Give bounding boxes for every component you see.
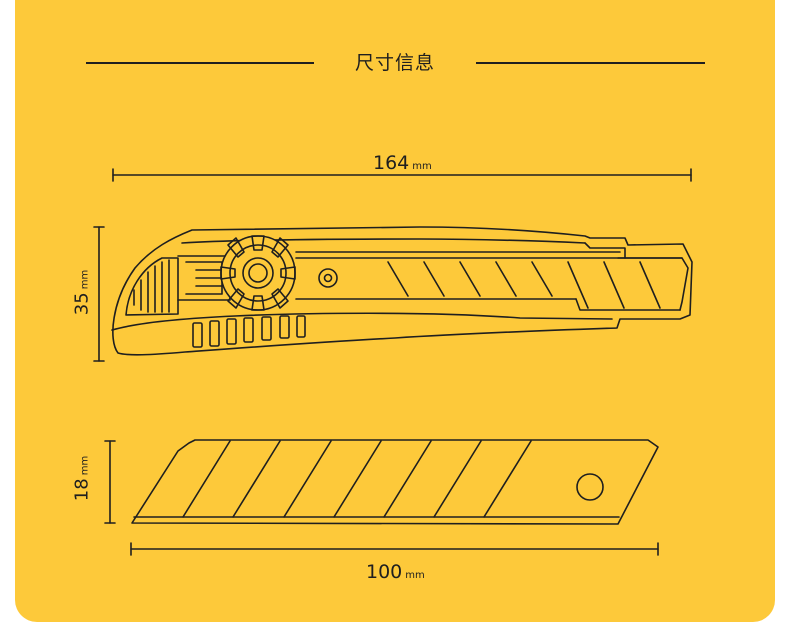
blade-length-unit: mm <box>405 570 425 581</box>
utility-knife-drawing <box>111 226 693 356</box>
blade-width-dimension-line <box>104 440 116 524</box>
title-divider-left <box>86 62 314 64</box>
knife-height-unit: mm <box>79 269 91 290</box>
spec-panel <box>15 0 775 622</box>
knife-height-dimension-line <box>93 226 105 362</box>
knife-height-value: 35 <box>71 292 93 316</box>
blade-width-label: 18mm <box>72 453 93 505</box>
blade-length-value: 100 <box>366 561 403 583</box>
blade-length-dimension-line <box>130 542 659 556</box>
snap-off-blade-drawing <box>131 439 659 525</box>
knife-height-label: 35mm <box>72 267 93 319</box>
knife-length-dimension-line <box>112 168 692 182</box>
title-divider-right <box>476 62 705 64</box>
knife-length-unit: mm <box>412 161 432 172</box>
knife-length-value: 164 <box>373 152 410 174</box>
blade-width-unit: mm <box>79 455 91 476</box>
section-title: 尺寸信息 <box>354 52 435 74</box>
lock-wheel-icon <box>220 235 296 311</box>
blade-width-value: 18 <box>71 478 93 502</box>
